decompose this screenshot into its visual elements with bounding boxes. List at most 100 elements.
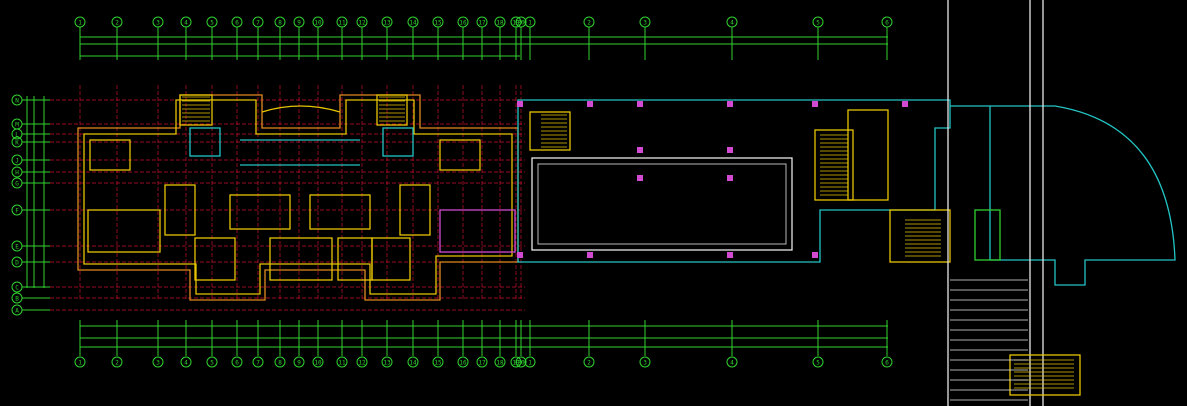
column-marker	[587, 252, 593, 258]
axis-label: 4	[730, 360, 734, 367]
axis-label: B	[15, 296, 19, 303]
structural-grid-lines	[50, 85, 525, 311]
axis-label: 4	[184, 360, 188, 367]
axis-label: 20	[517, 20, 525, 27]
top-axis-bubble: 13	[381, 16, 393, 28]
axis-label: A	[15, 308, 19, 315]
axis-label: M	[15, 122, 19, 129]
axis-label: 1	[78, 360, 82, 367]
pool-hall	[517, 99, 951, 263]
axis-label: 11	[338, 20, 346, 27]
axis-label: 5	[210, 20, 214, 27]
top-axis-bubble: 12	[356, 16, 368, 28]
axis-label: 15	[434, 20, 442, 27]
bottom-axis-bubble: 11	[336, 356, 348, 368]
axis-label: 14	[409, 20, 417, 27]
column-marker	[517, 252, 523, 258]
bottom-axis-bubble: 13	[381, 356, 393, 368]
dimension-lines	[22, 27, 888, 356]
column-marker	[727, 252, 733, 258]
bottom-axis-bubble: 10	[312, 356, 324, 368]
column-marker	[727, 147, 733, 153]
axis-label: 11	[338, 360, 346, 367]
top-axis-bubble: 8	[274, 16, 286, 28]
axis-label: 3	[156, 360, 160, 367]
axis-label: 6	[235, 20, 239, 27]
axis-label: 5	[816, 360, 820, 367]
axis-label: F	[15, 208, 19, 215]
top-right-axis-bubble: 1	[524, 16, 536, 28]
axis-label: 20	[517, 360, 525, 367]
axis-label: G	[15, 181, 19, 188]
axis-label: 5	[210, 360, 214, 367]
axis-label: K	[15, 140, 19, 147]
axis-label: E	[15, 244, 19, 251]
bottom-axis-bubble: 15	[432, 356, 444, 368]
axis-label: 6	[885, 360, 889, 367]
axis-label: 17	[478, 360, 486, 367]
top-axis-bubble: 1	[74, 16, 86, 28]
left-axis-bubble: E	[11, 240, 23, 252]
axis-label: 17	[478, 20, 486, 27]
left-axis-bubble: J	[11, 154, 23, 166]
axis-label: 3	[643, 360, 647, 367]
axis-label: 2	[115, 360, 119, 367]
top-axis-bubble: 15	[432, 16, 444, 28]
axis-label: 3	[156, 20, 160, 27]
axis-label: 13	[383, 20, 391, 27]
top-axis-bubble: 6	[231, 16, 243, 28]
bottom-axis-bubble: 7	[252, 356, 264, 368]
column-marker	[812, 252, 818, 258]
inner-wall-outline	[83, 99, 513, 295]
top-axis-bubble: 17	[476, 16, 488, 28]
bottom-axis-bubble: 5	[206, 356, 218, 368]
left-axis-bubble: K	[11, 136, 23, 148]
axis-label: 2	[587, 360, 591, 367]
top-right-axis-bubble: 3	[639, 16, 651, 28]
axis-label: 1	[78, 20, 82, 27]
bottom-right-axis-bubble: 6	[881, 356, 893, 368]
column-marker	[812, 101, 818, 107]
title-block-lines	[950, 279, 1028, 401]
top-right-axis-bubble: 4	[726, 16, 738, 28]
bottom-axis-bubble: 16	[457, 356, 469, 368]
bottom-right-axis-bubble: 3	[639, 356, 651, 368]
axis-label: 6	[885, 20, 889, 27]
bottom-axis-bubble: 14	[407, 356, 419, 368]
top-right-axis-bubble: 2	[583, 16, 595, 28]
annex-outline	[950, 105, 1176, 286]
axis-label: H	[15, 170, 19, 177]
stair-hatching	[182, 96, 1074, 389]
left-axis-bubble: N	[11, 94, 23, 106]
axis-label: 2	[587, 20, 591, 27]
axis-label: 9	[297, 20, 301, 27]
axis-label: 18	[496, 20, 504, 27]
axis-label: N	[15, 98, 19, 105]
axis-label: 8	[278, 20, 282, 27]
axis-label: 1	[528, 20, 532, 27]
axis-label: 6	[235, 360, 239, 367]
left-axis-bubble: L	[11, 128, 23, 140]
bottom-axis-bubble: 2	[111, 356, 123, 368]
top-axis-bubble: 2	[111, 16, 123, 28]
left-axis-bubble: F	[11, 204, 23, 216]
axis-label: 5	[816, 20, 820, 27]
axis-label: 15	[434, 360, 442, 367]
column-marker	[727, 175, 733, 181]
bottom-right-axis-bubble: 2	[583, 356, 595, 368]
bottom-axis-bubble: 3	[152, 356, 164, 368]
column-markers	[517, 101, 908, 258]
bottom-axis-bubble: 12	[356, 356, 368, 368]
bottom-right-axis-bubble: 4	[726, 356, 738, 368]
axis-label: 2	[115, 20, 119, 27]
axis-label: D	[15, 260, 19, 267]
axis-label: 12	[358, 20, 366, 27]
axis-label: 14	[409, 360, 417, 367]
left-axis-bubble: A	[11, 304, 23, 316]
top-axis-bubble: 5	[206, 16, 218, 28]
axis-label: 16	[459, 360, 467, 367]
axis-label: 13	[383, 360, 391, 367]
